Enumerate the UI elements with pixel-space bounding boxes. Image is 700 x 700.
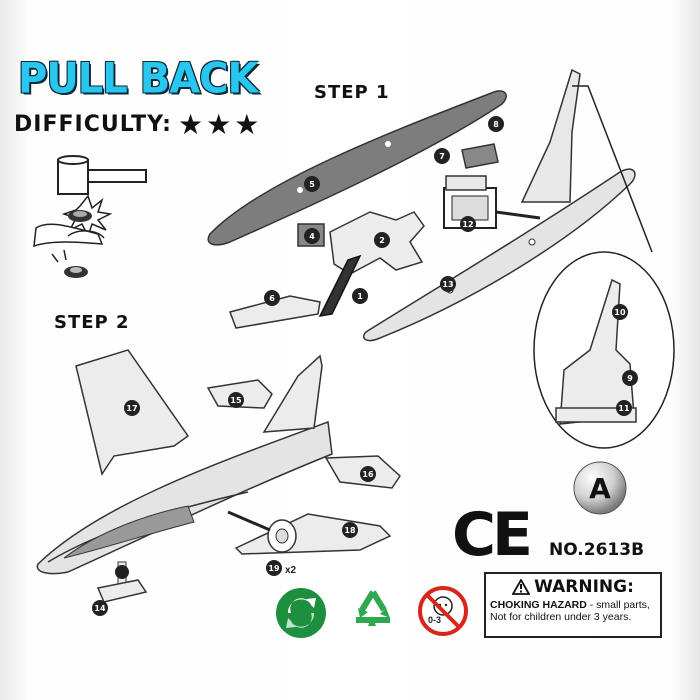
part-marker-11 [616,400,632,416]
svg-text:14: 14 [94,604,106,613]
pullback-demo-illustration [33,155,147,278]
plane-fuselage [36,420,333,575]
svg-text:10: 10 [614,308,626,317]
svg-text:8: 8 [493,120,499,129]
svg-text:11: 11 [618,404,630,413]
tail-detail-callout: 10 9 11 [533,251,675,449]
hammer-icon [57,155,147,195]
part-marker-18 [342,522,358,538]
difficulty-label: DIFFICULTY: [14,112,172,137]
step-1-diagram: 1 2 4 5 6 7 8 12 13 [207,68,653,342]
part-marker-15 [228,392,244,408]
part-10-tail-fin [520,68,581,203]
part-marker-8 [488,116,504,132]
age-label: 0-3 [428,615,442,625]
part-marker-2 [374,232,390,248]
part-marker-4 [304,228,320,244]
part-marker-9 [622,370,638,386]
warning-hazard: CHOKING HAZARD [490,599,587,611]
part-marker-16 [360,466,376,482]
warning-detail: - small parts, [586,599,650,611]
step-1-part-markers: 1 2 4 5 6 7 8 12 13 [264,116,504,306]
svg-text:5: 5 [309,180,315,189]
part-marker-12 [460,216,476,232]
step-2-diagram: 14 15 16 17 18 19 [36,349,401,616]
svg-text:1: 1 [357,292,363,301]
step-1-heading: STEP 1 [314,82,390,103]
part-marker-1 [352,288,368,304]
svg-text:7: 7 [439,152,445,161]
ce-mark: CE [452,500,533,570]
part-18-wing [234,513,392,555]
green-dot-icon [276,588,326,638]
warning-title: WARNING: [534,577,634,597]
svg-text:15: 15 [230,396,242,405]
part-5-fuselage-dark [207,90,507,246]
grade-badge: A [573,461,627,515]
svg-text:13: 13 [442,280,453,289]
svg-text:16: 16 [362,470,374,479]
part-13-fuselage-light [362,168,636,342]
wheel-quantity: x2 [285,565,297,576]
svg-text:17: 17 [126,404,137,413]
svg-text:2: 2 [379,236,385,245]
part-marker-10 [612,304,628,320]
warning-triangle-icon [512,579,531,595]
svg-text:4: 4 [309,232,315,241]
part-14-stand [96,561,148,603]
product-title: PULL BACK [18,54,258,104]
part-marker-5 [304,176,320,192]
part-7-cap [445,175,487,191]
part-19-wheel [227,510,297,553]
part-marker-6 [264,290,280,306]
part-8-tab [461,143,499,169]
step-2-part-markers: 14 15 16 17 18 19 [92,392,376,616]
difficulty-stars: ★★★ [178,109,263,140]
part-6-base [229,295,321,329]
no-under-3-icon [418,586,468,636]
part-marker-7 [434,148,450,164]
svg-text:12: 12 [462,220,473,229]
svg-text:18: 18 [344,526,356,535]
warning-heading: WARNING: [490,577,656,597]
part-1-axle-arm [318,254,362,317]
part-marker-17 [124,400,140,416]
warning-hazard-line: CHOKING HAZARD - small parts, [490,599,656,611]
recycle-icon [356,590,390,626]
warning-age-line: Not for children under 3 years. [490,611,632,623]
svg-text:9: 9 [627,374,633,383]
part-marker-14 [92,600,108,616]
svg-text:6: 6 [269,294,275,303]
grade-letter: A [589,472,611,505]
svg-text:19: 19 [268,564,280,573]
warning-box: WARNING: CHOKING HAZARD - small parts, N… [484,572,662,638]
part-marker-19 [266,560,282,576]
step-2-heading: STEP 2 [54,312,130,333]
plane-tail-fin [262,354,323,433]
model-number: NO.2613B [549,540,645,560]
part-marker-13 [440,276,456,292]
